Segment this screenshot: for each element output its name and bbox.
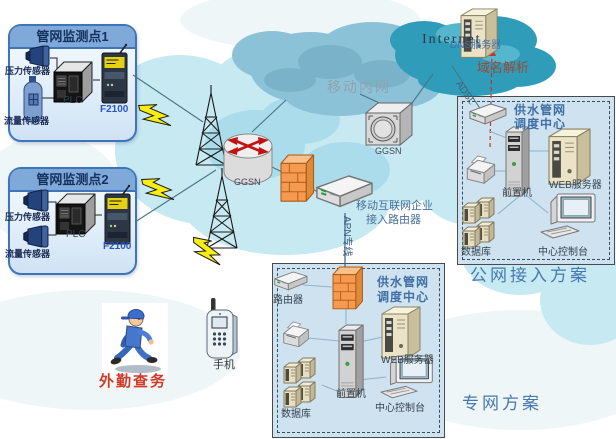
web-server-public-label: WEB服务器 (549, 180, 602, 191)
mobile-intranet-label: 移动内网 (327, 79, 391, 95)
pressure-sensor-2-label: 压力传感器 (5, 212, 51, 222)
web-server-private-label: WEB服务器 (381, 355, 434, 366)
ggsn-router-label: GGSN (234, 177, 261, 187)
monitor-point-2-title: 管网监测点2 (10, 169, 135, 192)
private-network-caption: 专网方案 (462, 394, 542, 413)
database-private-label: 数据库 (281, 409, 311, 420)
monitor-point-1-title: 管网监测点1 (10, 26, 135, 49)
flow-sensor-2-label: 流量传感器 (5, 249, 51, 259)
public-center-title-line2: 调度中心 (514, 117, 567, 131)
front-processor-private-label: 前置机 (336, 389, 366, 400)
public-access-caption: 公网接入方案 (470, 266, 590, 285)
plc-2-label: PLC (66, 229, 86, 240)
console-public-label: 中心控制台 (538, 247, 588, 258)
database-public-label: 数据库 (461, 247, 491, 258)
f2100-1-label: F2100 (100, 104, 129, 115)
domain-resolution-label: 域名解析 (477, 60, 530, 75)
mobile-phone-label: 手机 (213, 359, 235, 371)
plc-1-label: PLC (63, 95, 83, 106)
ggsn-gateway-label: GGSN (375, 146, 402, 156)
access-router-label-line2: 接入路由器 (366, 214, 421, 226)
public-access-box-dashed-border (462, 101, 610, 260)
public-center-title-line1: 供水管网 (514, 103, 567, 117)
console-private-label: 中心控制台 (375, 403, 425, 414)
access-router-label-line1: 移动互联网企业 (356, 200, 433, 212)
field-worker-label: 外勤查务 (99, 373, 168, 390)
private-center-title-line2: 调度中心 (377, 290, 430, 304)
flow-sensor-1-label: 流量传感器 (4, 116, 50, 126)
front-processor-public-label: 前置机 (502, 188, 532, 199)
private-center-title-line1: 供水管网 (377, 275, 430, 289)
router-private-label: 路由器 (273, 295, 303, 306)
f2100-2-label: F2100 (103, 241, 132, 252)
mobile-intranet-cloud-shade (264, 45, 410, 92)
field-worker-panel (102, 303, 168, 377)
pressure-sensor-1-label: 压力传感器 (5, 66, 51, 76)
apn-line-label: APN专线 (341, 216, 352, 257)
dns-server-label: DNS服务器 (450, 40, 502, 51)
